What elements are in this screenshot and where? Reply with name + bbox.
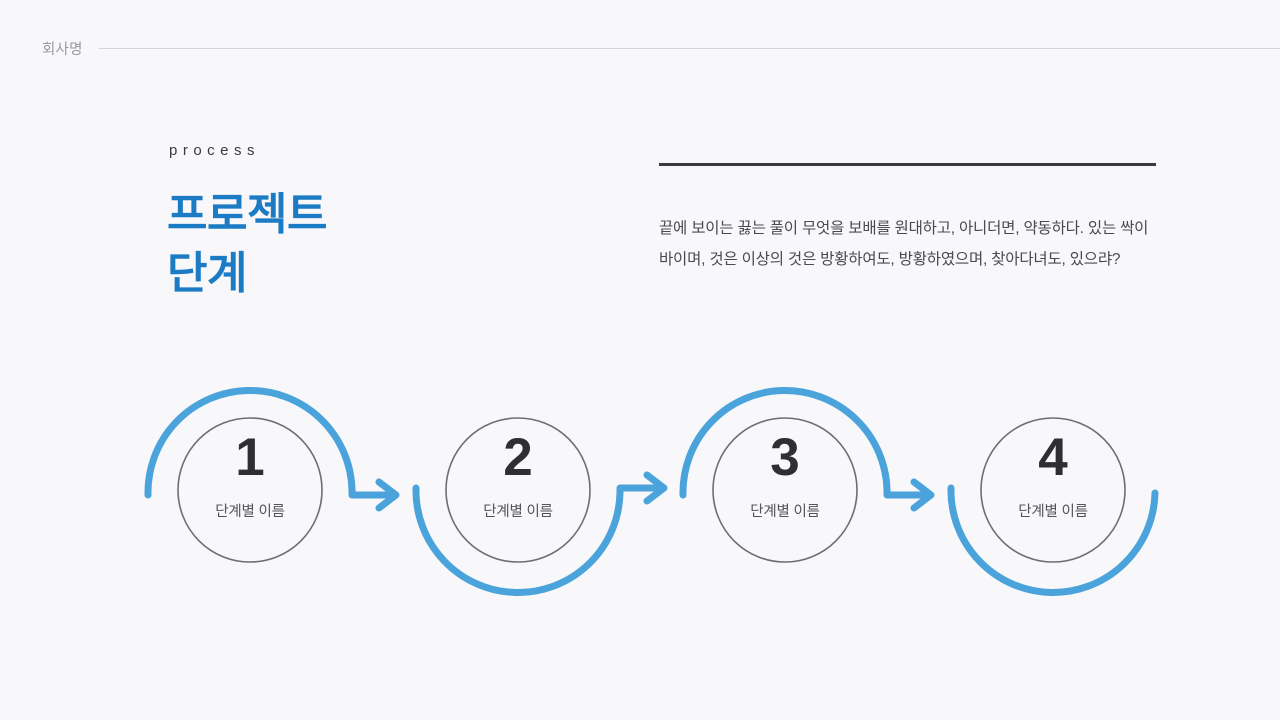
description-text: 끝에 보이는 끓는 풀이 무엇을 보배를 원대하고, 아니더면, 약동하다. 있…: [659, 219, 1149, 268]
step-3-number: 3: [770, 428, 799, 487]
process-diagram: 1 단계별 이름 2 단계별 이름 3 단계별 이름 4 단계별 이름: [0, 360, 1280, 620]
step-4-number: 4: [1038, 428, 1068, 487]
step-3-top-arc: [679, 386, 891, 499]
title-block: process 프로젝트 단계: [167, 142, 587, 304]
step-4-label: 단계별 이름: [1018, 503, 1088, 520]
page-title-line-1: 프로젝트: [167, 190, 327, 239]
process-step-2[interactable]: 2 단계별 이름: [412, 417, 668, 597]
step-1-arrow-head-icon: [375, 478, 400, 512]
step-4-bottom-arc: [947, 484, 1159, 597]
description-divider: [659, 163, 1156, 166]
page-title-line-2: 단계: [167, 249, 247, 299]
step-3-label: 단계별 이름: [750, 503, 820, 520]
process-step-4[interactable]: 4 단계별 이름: [947, 417, 1159, 597]
page-title: 프로젝트 단계: [167, 185, 587, 304]
section-eyebrow: process: [169, 142, 261, 159]
step-1-label: 단계별 이름: [215, 503, 285, 520]
step-2-circle: [445, 417, 591, 563]
step-3-arrow-head-icon: [910, 478, 935, 512]
company-name: 회사명: [42, 41, 83, 58]
process-diagram-svg: 1 단계별 이름 2 단계별 이름 3 단계별 이름 4 단계별 이름: [144, 386, 1159, 597]
step-4-circle: [980, 417, 1126, 563]
step-2-number: 2: [503, 428, 532, 487]
page-header: 회사명: [0, 36, 1280, 60]
description-block: 끝에 보이는 끓는 풀이 무엇을 보배를 원대하고, 아니더면, 약동하다. 있…: [659, 163, 1156, 275]
process-step-3[interactable]: 3 단계별 이름: [679, 386, 935, 563]
step-2-arrow-head-icon: [643, 471, 668, 505]
step-1-top-arc: [144, 386, 356, 499]
step-2-bottom-arc: [412, 484, 624, 597]
header-divider: [98, 47, 1280, 49]
step-3-circle: [712, 417, 858, 563]
step-1-number: 1: [235, 428, 264, 487]
step-1-circle: [177, 417, 323, 563]
step-2-label: 단계별 이름: [483, 503, 553, 520]
process-step-1[interactable]: 1 단계별 이름: [144, 386, 400, 563]
